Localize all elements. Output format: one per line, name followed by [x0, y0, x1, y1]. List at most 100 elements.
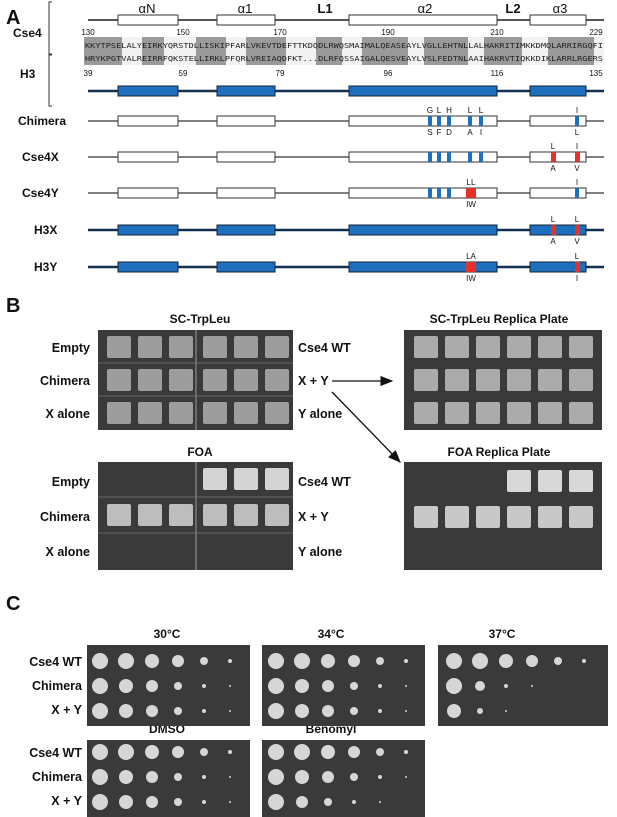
h3-tick: 116 [491, 69, 504, 78]
h3x-helix [348, 224, 498, 236]
growth-patch [138, 369, 162, 391]
cse4-bracket [48, 1, 52, 55]
strain-label: Cse4 WT [298, 475, 351, 489]
spot-plate-dmso [87, 740, 250, 817]
h3-tick: 79 [276, 69, 285, 78]
growth-patch [265, 468, 289, 490]
growth-patch [234, 369, 258, 391]
strain-label: X + Y [298, 510, 329, 524]
swap-mark [468, 116, 472, 126]
strain-label: Chimera [32, 770, 83, 784]
cse4-helix-a1 [216, 14, 276, 26]
dilution-spots [92, 653, 586, 810]
swap-mark [428, 116, 432, 126]
identity-shade [142, 37, 164, 65]
h3-helix-an [117, 85, 179, 97]
dilution-spot [118, 653, 134, 669]
dilution-spot [119, 795, 133, 809]
mutation-mark [551, 225, 556, 235]
growth-patch [507, 506, 531, 528]
growth-patch [265, 369, 289, 391]
strain-label: Cse4 WT [298, 341, 351, 355]
dilution-spot [405, 685, 407, 687]
dilution-spot [322, 705, 334, 717]
dilution-spot [92, 744, 108, 760]
h3x-helix [216, 224, 276, 236]
growth-patch [569, 506, 593, 528]
growth-patch [138, 402, 162, 424]
dilution-spot [119, 704, 133, 718]
dilution-spot [119, 770, 133, 784]
growth-patch [138, 336, 162, 358]
plate-title-foa-replica: FOA Replica Plate [448, 445, 551, 459]
dilution-spot [228, 659, 232, 663]
mutation-mark [551, 152, 556, 162]
growth-patches [107, 336, 593, 528]
growth-patch [169, 336, 193, 358]
identity-shade [246, 37, 286, 65]
panel-label-a: A [6, 7, 20, 29]
dilution-spot [146, 705, 158, 717]
strain-label: X alone [46, 545, 91, 559]
condition-label: 34°C [318, 627, 345, 641]
growth-patch [107, 369, 131, 391]
dilution-spot [582, 659, 586, 663]
chimera-helix [348, 115, 498, 127]
h3x-helix [117, 224, 179, 236]
cse4-tick: 210 [490, 28, 504, 37]
dilution-spot [92, 794, 108, 810]
dilution-spot [348, 655, 360, 667]
residue: H [446, 106, 452, 115]
chimera-helix [216, 115, 276, 127]
identity-shade [484, 37, 522, 65]
dilution-spot [145, 745, 159, 759]
chimera-helix [117, 115, 179, 127]
identity-shade [424, 37, 468, 65]
growth-patch [169, 504, 193, 526]
dilution-spot [446, 653, 462, 669]
dilution-spot [296, 796, 308, 808]
dilution-spot [92, 653, 108, 669]
dilution-spot [477, 708, 483, 714]
h3y-helix [117, 261, 179, 273]
residue: I [576, 178, 578, 187]
cse4-tick: 170 [273, 28, 287, 37]
dilution-spot [348, 746, 360, 758]
swap-mark [479, 152, 483, 162]
dilution-spot [504, 684, 508, 688]
residue: A [550, 164, 556, 173]
dilution-spot [352, 800, 356, 804]
h3-helix-a1 [216, 85, 276, 97]
dilution-spot [378, 684, 382, 688]
growth-patch [414, 369, 438, 391]
h3-helix-a2 [348, 85, 498, 97]
helix-label-a2: α2 [418, 1, 433, 16]
growth-patch [538, 402, 562, 424]
spot-plate-benomyl [262, 740, 425, 817]
growth-patch [569, 470, 593, 492]
growth-patch [138, 504, 162, 526]
dilution-spot [229, 710, 231, 712]
panel-label-c: C [6, 593, 20, 615]
dilution-spot [268, 769, 284, 785]
dilution-spot [322, 771, 334, 783]
residue: I [576, 274, 578, 283]
dilution-spot [378, 709, 382, 713]
residue: G [427, 106, 433, 115]
swap-mark [447, 116, 451, 126]
dilution-spot [92, 769, 108, 785]
growth-patch [476, 336, 500, 358]
h3-helix-a3 [529, 85, 587, 97]
growth-patch [507, 402, 531, 424]
row-label-chimera: Chimera [18, 114, 66, 128]
residue: L [575, 252, 580, 261]
identity-shade [316, 37, 342, 65]
growth-patch [569, 336, 593, 358]
dilution-spot [322, 680, 334, 692]
cse4x-helix [529, 151, 587, 163]
cse4y-helix [348, 187, 498, 199]
growth-patch [414, 336, 438, 358]
dilution-spot [378, 775, 382, 779]
strain-label: Empty [52, 341, 90, 355]
